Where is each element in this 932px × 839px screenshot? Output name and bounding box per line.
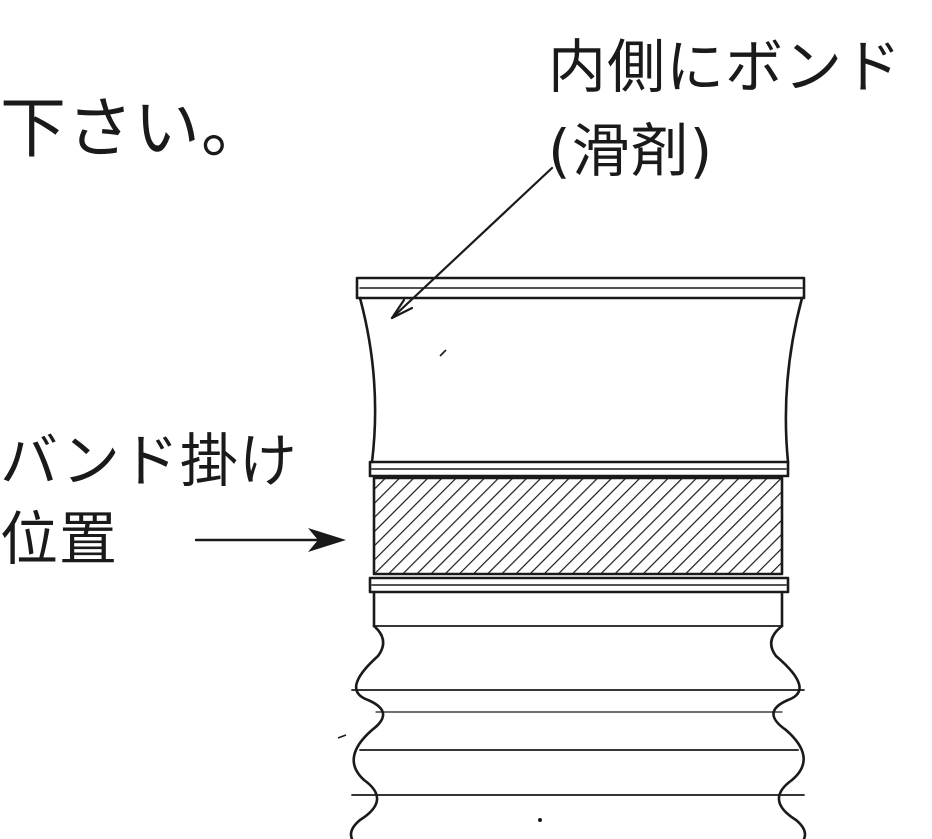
top-lip	[355, 276, 806, 300]
band-label-line2: 位置	[0, 505, 119, 573]
heading-fragment: 下さい。	[0, 90, 268, 167]
collar-left-edge	[358, 296, 377, 464]
lower-rib	[368, 576, 790, 594]
band-label-line1: バンド掛け	[0, 427, 298, 495]
band-hatching	[375, 479, 781, 573]
bellows-left-profile	[349, 624, 385, 839]
bond-label-line1: 内側にボンド	[548, 33, 903, 101]
bellows-right-profile	[769, 624, 807, 839]
bond-leader-arrowhead	[390, 298, 414, 320]
band-arrowhead	[308, 528, 346, 552]
bond-label-line2: (滑剤)	[548, 117, 714, 185]
collar-right-edge	[784, 296, 804, 464]
band-section-outline	[372, 476, 784, 576]
speck-mark-1	[439, 349, 447, 357]
bond-leader-line	[390, 166, 554, 320]
speck-mark-2	[337, 734, 347, 739]
speck-dot	[538, 818, 542, 822]
upper-rib	[368, 460, 790, 478]
